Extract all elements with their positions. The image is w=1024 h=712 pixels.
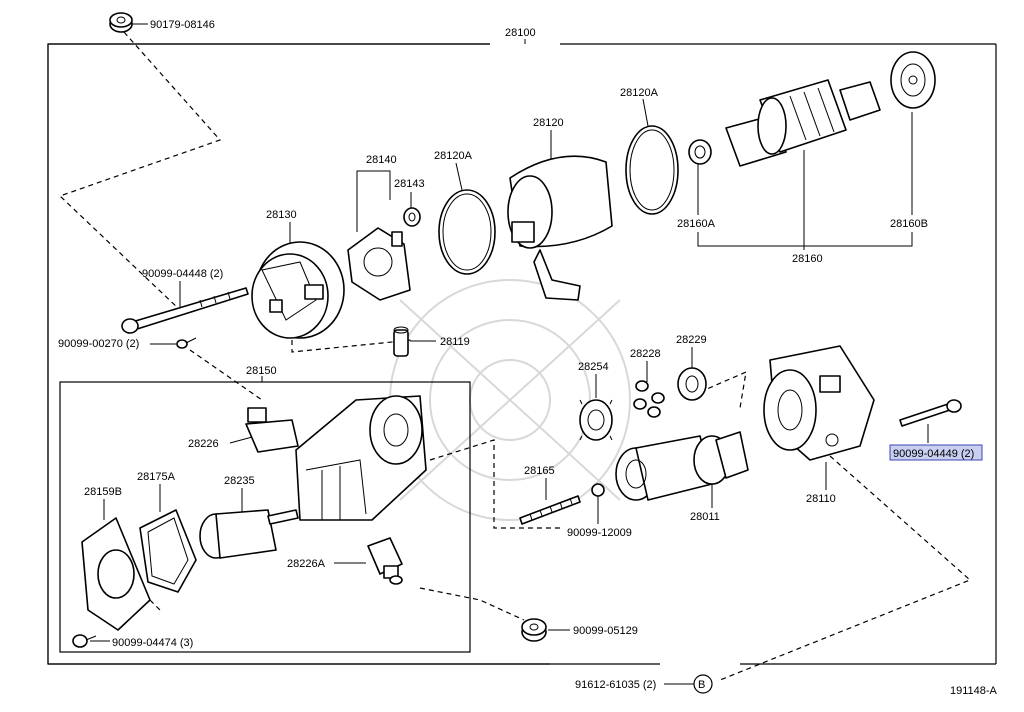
spring-28165[interactable] [519,495,581,525]
label-28160[interactable]: 28160 [792,253,823,265]
nut-90099-05129[interactable] [521,618,547,642]
subassembly-frame-28150 [59,381,471,653]
label-28254[interactable]: 28254 [578,361,609,373]
rollers-28228[interactable] [633,380,665,418]
assembly-path-lines [58,31,972,681]
label-28175a[interactable]: 28175A [137,471,176,483]
label-90099-04448[interactable]: 90099-04448 (2) [142,268,223,280]
label-90099-12009[interactable]: 90099-12009 [567,527,632,539]
yoke-28120[interactable] [507,155,613,301]
label-28120a-top[interactable]: 28120A [620,87,659,99]
label-90099-00270[interactable]: 90099-00270 (2) [58,338,139,350]
callout-labels: 90179-08146 28100 28120A 28120 28140 281… [58,19,998,697]
label-28150[interactable]: 28150 [246,365,277,377]
label-28235[interactable]: 28235 [224,475,255,487]
label-90099-04449-highlight[interactable]: 90099-04449 (2) [889,444,983,461]
label-28226a[interactable]: 28226A [287,558,326,570]
label-91612-61035[interactable]: 91612-61035 (2) [575,679,656,691]
label-90099-04474[interactable]: 90099-04474 (3) [112,637,193,649]
label-28119[interactable]: 28119 [440,336,470,348]
label-28110[interactable]: 28110 [806,493,836,505]
callout-b[interactable]: B [664,674,713,694]
label-28226[interactable]: 28226 [188,438,219,450]
watermark-emblem [389,279,631,521]
bolt-90099-04449[interactable] [899,399,962,427]
label-28159b[interactable]: 28159B [84,486,122,498]
label-28160a[interactable]: 28160A [677,218,716,230]
bolt-90099-04448[interactable] [121,287,249,334]
label-28143[interactable]: 28143 [394,178,425,190]
leader-lines [90,23,929,642]
housing-28110[interactable] [763,345,875,461]
brush-holder-28140[interactable] [347,227,411,301]
bearing-28160a[interactable] [688,139,712,165]
label-90099-04449: 90099-04449 (2) [893,448,974,460]
washer-28143[interactable] [403,207,421,227]
label-28140[interactable]: 28140 [366,154,397,166]
gear-28254[interactable] [579,399,613,441]
screw-90099-04474[interactable] [72,634,97,648]
callout-b-letter: B [698,679,705,691]
end-frame-28130[interactable] [251,241,345,339]
label-28011[interactable]: 28011 [690,511,720,523]
magnetic-switch-28150[interactable] [295,395,427,521]
armature-28160[interactable] [725,79,881,167]
terminal-28226a[interactable] [367,537,403,585]
clutch-28011[interactable] [615,431,749,501]
screw-90099-00270[interactable] [176,337,197,349]
nut-90179-08146[interactable] [109,12,133,33]
gasket-28175a[interactable] [139,509,197,593]
label-90179-08146[interactable]: 90179-08146 [150,19,215,31]
bushing-28119[interactable] [393,326,409,357]
label-28120a-mid[interactable]: 28120A [434,150,473,162]
terminal-28226[interactable] [245,407,299,453]
label-28165[interactable]: 28165 [524,465,555,477]
label-28160b[interactable]: 28160B [890,218,928,230]
bearing-28160b[interactable] [890,51,936,109]
label-28120[interactable]: 28120 [533,117,564,129]
o-ring-28120a-top[interactable] [625,125,679,215]
label-28228[interactable]: 28228 [630,348,661,360]
label-28229[interactable]: 28229 [676,334,707,346]
ball-90099-12009[interactable] [591,483,605,497]
figure-code: 191148-A [950,685,998,697]
o-ring-28120a-mid[interactable] [438,189,496,275]
retainer-28229[interactable] [677,367,707,401]
cover-28159b[interactable] [81,517,151,631]
plunger-28235[interactable] [199,509,299,559]
label-28100[interactable]: 28100 [505,27,536,39]
label-28130[interactable]: 28130 [266,209,297,221]
label-90099-05129[interactable]: 90099-05129 [573,625,638,637]
